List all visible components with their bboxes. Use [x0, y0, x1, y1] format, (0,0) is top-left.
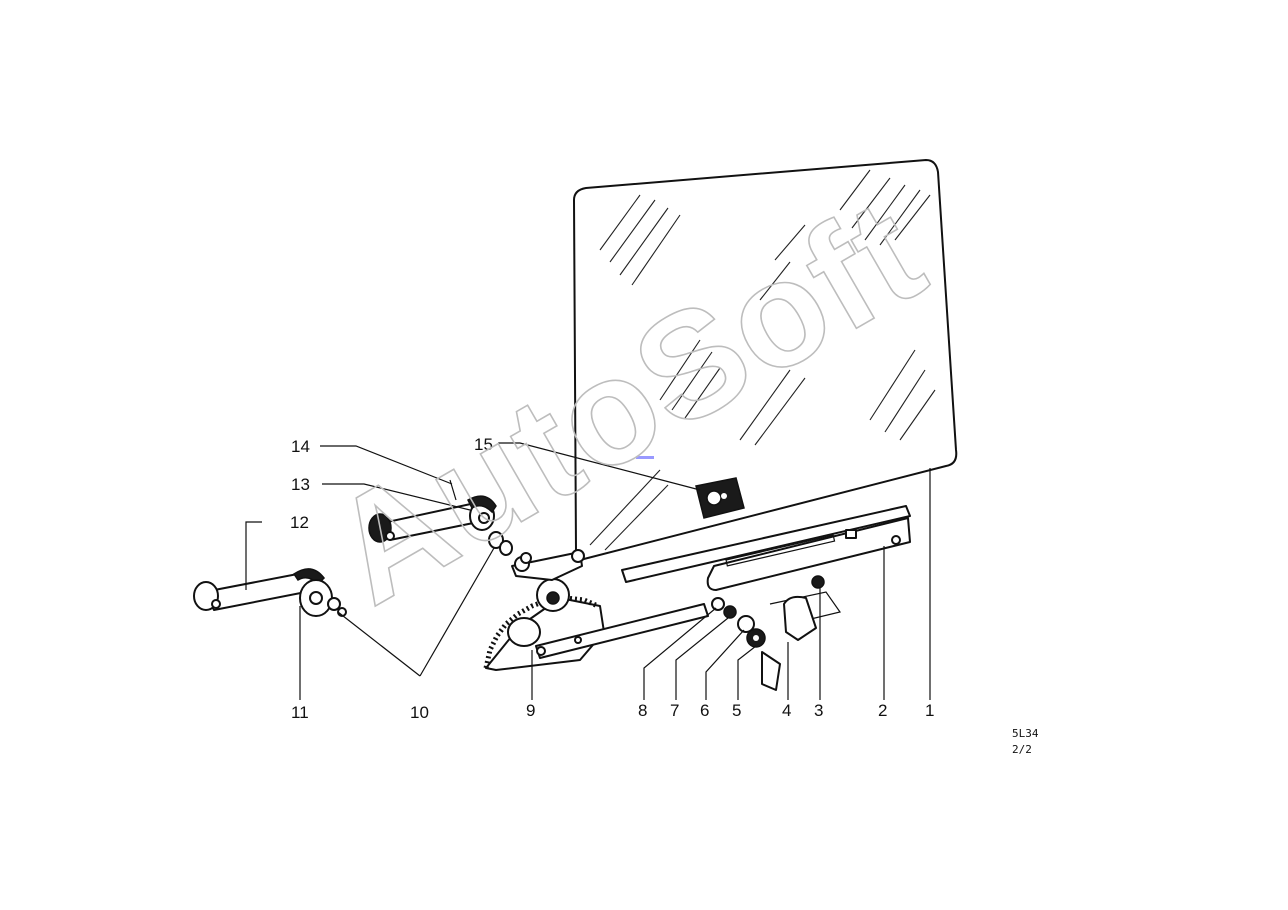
callout-15: 15 [474, 435, 493, 454]
callout-9: 9 [526, 701, 535, 720]
callout-12: 12 [290, 513, 309, 532]
diagram-code: 5L34 [1012, 727, 1039, 740]
callout-6: 6 [700, 701, 709, 720]
guide-marker [636, 456, 654, 459]
callout-5: 5 [732, 701, 741, 720]
window-glass [573, 159, 958, 561]
window-crank-lower [193, 568, 347, 617]
callout-2: 2 [878, 701, 887, 720]
small-hardware [711, 575, 841, 691]
callout-10: 10 [410, 703, 429, 722]
callout-13: 13 [291, 475, 310, 494]
window-crank-upper [368, 479, 497, 543]
callout-3: 3 [814, 701, 823, 720]
regulator-mechanism [483, 549, 709, 671]
callout-11: 11 [291, 703, 309, 722]
diagram-page: 2/2 [1012, 743, 1032, 756]
mount-clip [695, 477, 745, 519]
callout-8: 8 [638, 701, 647, 720]
callout-7: 7 [670, 701, 679, 720]
glass-channel [621, 505, 911, 591]
callout-1: 1 [925, 701, 934, 720]
callout-4: 4 [782, 701, 791, 720]
callout-14: 14 [291, 437, 310, 456]
washer-set [488, 531, 532, 564]
leader-lines [245, 442, 931, 700]
